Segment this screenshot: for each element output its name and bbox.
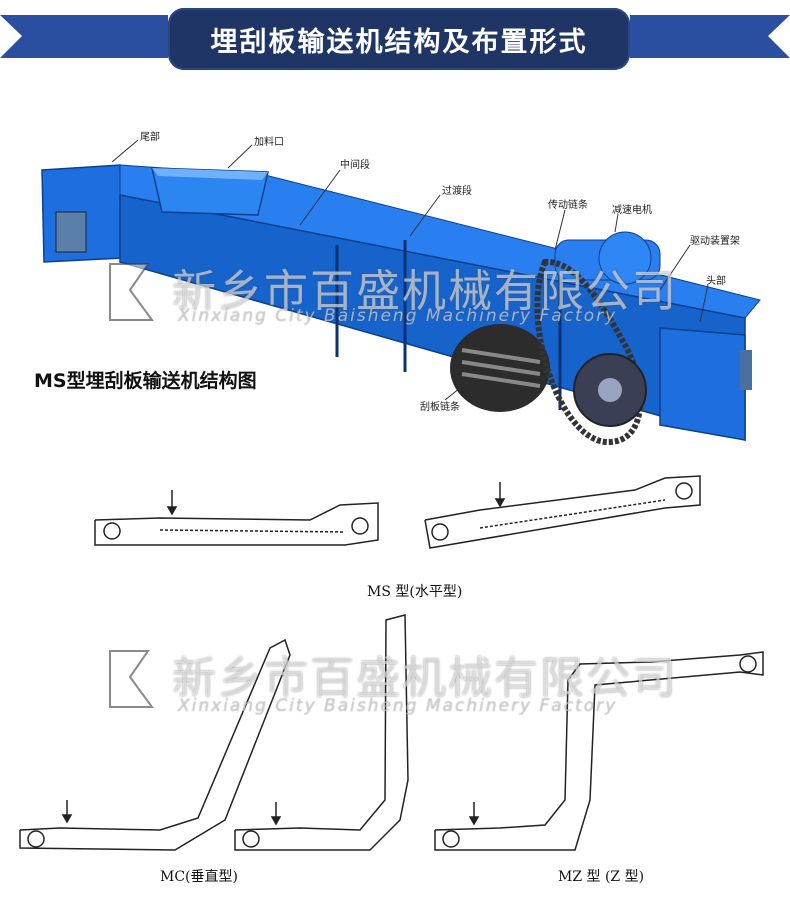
label-head: 头部: [706, 274, 726, 287]
mc-type-caption: MC(垂直型): [160, 869, 238, 885]
watermark-company-en: Xinxiang City Baisheng Machinery Factory: [178, 306, 618, 326]
mz-type-sketch: [434, 651, 764, 851]
ms-horizontal-sketch: [94, 490, 379, 546]
page-title: 埋刮板输送机结构及布置形式: [168, 8, 630, 70]
label-drive-chain: 传动链条: [548, 198, 588, 211]
watermark-logo: [109, 263, 154, 321]
structure-caption: MS型埋刮板输送机结构图: [34, 370, 257, 392]
label-motor: 减速电机: [612, 203, 652, 216]
label-middle: 中间段: [340, 158, 370, 171]
ms-inclined-sketch: [424, 475, 701, 549]
mz-type-caption: MZ 型 (Z 型): [558, 869, 645, 885]
label-drive-frame: 驱动装置架: [690, 234, 740, 247]
watermark-company-cn: 新乡市百盛机械有限公司: [172, 266, 678, 317]
label-tail: 尾部: [140, 130, 160, 143]
mc-vertical-sketch-2: [234, 614, 409, 851]
watermark-company-en-2: Xinxiang City Baisheng Machinery Factory: [178, 696, 618, 716]
watermark-logo-2: [109, 650, 154, 708]
header-ribbon: [0, 15, 790, 58]
conveyor-structure-illustration: 尾部 加料口 中间段 过渡段 传动链条 减速电机 驱动装置架 头部 刮板链条: [41, 130, 761, 446]
label-scraper-chain: 刮板链条: [420, 400, 460, 413]
label-inlet: 加料口: [254, 135, 284, 148]
drive-chain: [534, 258, 644, 446]
ms-type-caption: MS 型(水平型): [367, 584, 463, 600]
head-housing: [659, 327, 746, 441]
mc-vertical-sketch: [19, 638, 291, 851]
tail-bearing: [55, 211, 87, 253]
watermark-company-cn-2: 新乡市百盛机械有限公司: [172, 653, 678, 704]
label-transition: 过渡段: [442, 184, 472, 197]
